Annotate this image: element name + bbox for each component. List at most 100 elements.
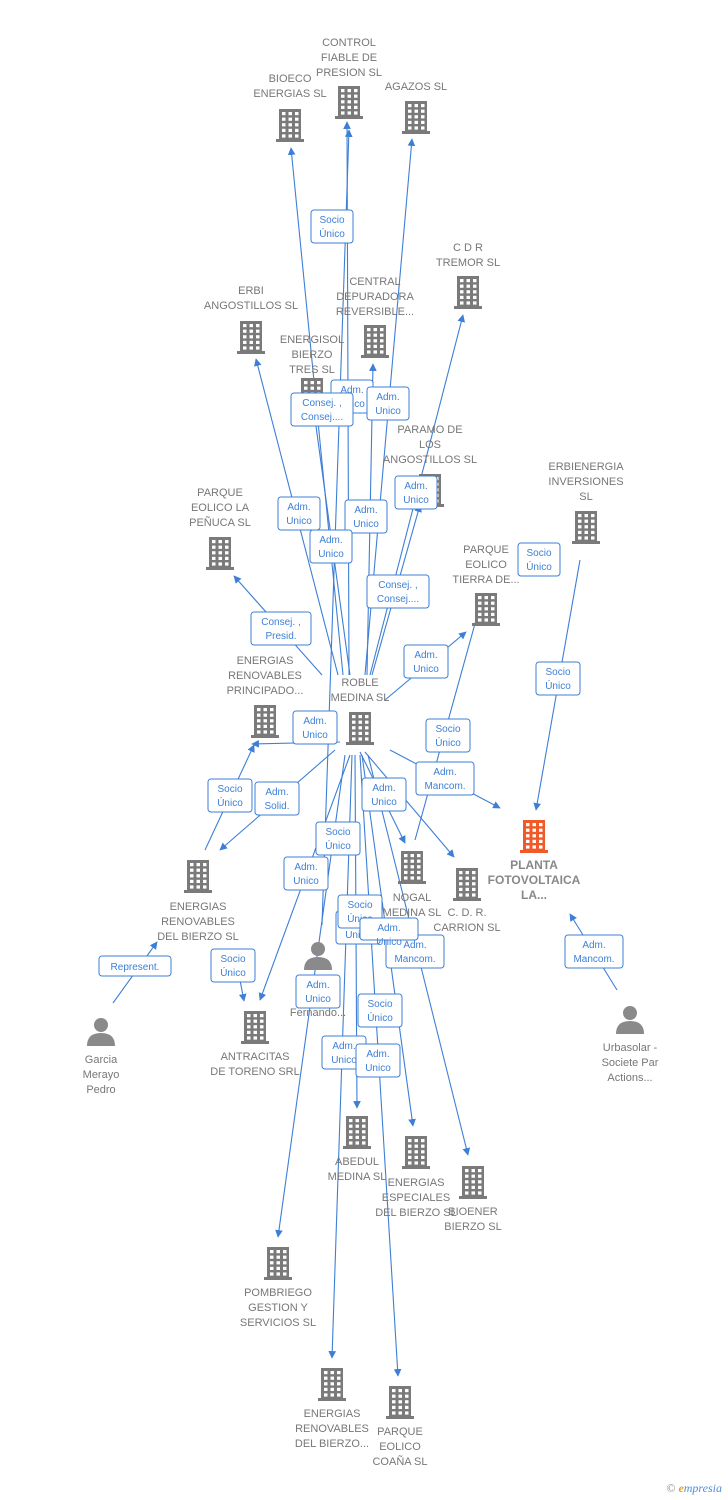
badge-text: Unico [353, 519, 379, 530]
focus-building-icon[interactable] [520, 820, 548, 853]
relation-badge[interactable]: Adm.Unico [292, 710, 338, 745]
node-central[interactable]: CENTRALDEPURADORAREVERSIBLE... [336, 276, 415, 358]
building-icon[interactable] [361, 325, 389, 358]
badge-text: Unico [331, 1055, 357, 1066]
node-label: ESPECIALES [382, 1192, 450, 1204]
badge-text: Adm. [433, 767, 456, 778]
building-icon[interactable] [276, 109, 304, 142]
relation-badge[interactable]: Represent. [98, 955, 172, 977]
building-icon[interactable] [454, 276, 482, 309]
building-icon[interactable] [453, 868, 481, 901]
copyright-symbol: © [666, 1481, 676, 1495]
building-icon[interactable] [386, 1386, 414, 1419]
node-label: CENTRAL [349, 276, 400, 288]
building-icon[interactable] [335, 86, 363, 119]
node-label: ANGOSTILLOS SL [204, 300, 298, 312]
relation-badge[interactable]: Adm.Unico [355, 1043, 401, 1078]
badge-text: Unico [305, 994, 331, 1005]
building-icon[interactable] [241, 1011, 269, 1044]
relation-badge[interactable]: Adm.Solid. [254, 781, 300, 816]
node-fernando[interactable]: P...Fernando... [290, 942, 346, 1019]
building-icon[interactable] [184, 860, 212, 893]
person-icon[interactable] [616, 1006, 644, 1034]
building-icon[interactable] [251, 705, 279, 738]
building-icon[interactable] [402, 1136, 430, 1169]
building-icon[interactable] [346, 712, 374, 745]
relation-badge[interactable]: Adm.Unico [344, 499, 388, 534]
person-icon[interactable] [304, 942, 332, 970]
relation-badge[interactable]: Adm.Unico [277, 496, 321, 531]
relation-badge[interactable]: Adm.Unico [283, 856, 329, 891]
building-icon[interactable] [398, 851, 426, 884]
node-label: DEL BIERZO... [295, 1438, 369, 1450]
node-label: BIOECO [269, 73, 312, 85]
building-icon[interactable] [402, 101, 430, 134]
relation-badge[interactable]: Consej. ,Consej.... [366, 574, 430, 609]
relation-badge[interactable]: Consej. ,Consej.... [290, 392, 354, 427]
building-icon[interactable] [343, 1116, 371, 1149]
badge-text: Socio [217, 784, 242, 795]
node-label: BIOENER [448, 1206, 498, 1218]
building-icon[interactable] [459, 1166, 487, 1199]
person-icon[interactable] [87, 1018, 115, 1046]
relation-badge[interactable]: Adm.Unico [403, 644, 449, 679]
node-urbasolar[interactable]: Urbasolar -Societe ParActions... [602, 1006, 659, 1084]
building-icon[interactable] [264, 1247, 292, 1280]
node-label: MEDINA SL [328, 1171, 387, 1183]
building-icon[interactable] [572, 511, 600, 544]
node-planta[interactable]: PLANTAFOTOVOLTAICALA... [488, 820, 581, 902]
relation-badge[interactable]: Adm.Unico [361, 777, 407, 812]
relation-badge[interactable]: Adm.Unico [394, 475, 438, 510]
building-icon[interactable] [237, 321, 265, 354]
edge-fernando-to-control [321, 129, 353, 926]
relation-badge[interactable]: Adm.Unico [295, 974, 341, 1009]
relation-badge[interactable]: Adm.Unico [359, 917, 419, 948]
relation-badge[interactable]: Adm.Mancom. [385, 934, 445, 969]
badge-text: Adm. [287, 502, 310, 513]
building-icon[interactable] [206, 537, 234, 570]
badge-text: Socio [325, 827, 350, 838]
building-icon[interactable] [472, 593, 500, 626]
node-label: PEÑUCA SL [189, 516, 251, 529]
relation-badge[interactable]: Adm.Mancom. [415, 761, 475, 796]
node-label: ENERGIAS [304, 1408, 361, 1420]
building-icon[interactable] [318, 1368, 346, 1401]
relation-badge[interactable]: Adm.Mancom. [564, 934, 624, 969]
relation-badge[interactable]: Adm.Unico [309, 529, 353, 564]
relation-badge[interactable]: Adm.Unico [366, 386, 410, 421]
node-agazos[interactable]: AGAZOS SL [385, 81, 447, 134]
badge-text: Socio [435, 724, 460, 735]
node-principado[interactable]: ENERGIASRENOVABLESPRINCIPADO... [227, 655, 304, 738]
badge-text: Adm. [372, 783, 395, 794]
relation-badge[interactable]: Consej. ,Presid. [250, 611, 312, 646]
badge-text: Mancom. [394, 954, 435, 965]
badge-text: Único [435, 736, 461, 749]
node-cdrcarrion[interactable]: C. D. R.CARRION SL [433, 868, 501, 934]
